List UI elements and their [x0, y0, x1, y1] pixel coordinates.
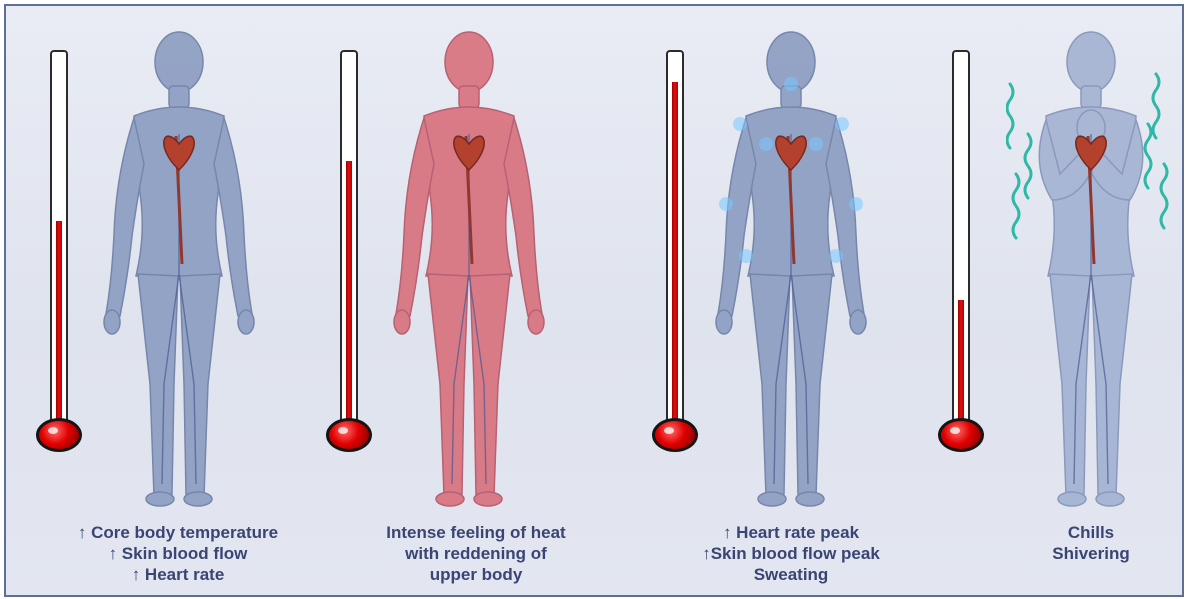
caption-line: ↑ Heart rate peak: [646, 522, 936, 543]
thermometer-tube: [50, 50, 68, 430]
sweat-glow: [759, 137, 773, 151]
sweat-glow: [829, 249, 843, 263]
right-hand: [528, 310, 544, 334]
body-silhouette: [1039, 32, 1142, 506]
neck: [1081, 86, 1101, 108]
sweat-glow: [719, 197, 733, 211]
left-hand: [716, 310, 732, 334]
neck: [459, 86, 479, 108]
right-hand: [238, 310, 254, 334]
thermometer-tube: [952, 50, 970, 430]
thermometer-bulb: [326, 418, 372, 452]
caption: ↑ Heart rate peak ↑Skin blood flow peak …: [646, 522, 936, 585]
thermometer-mercury: [958, 300, 964, 428]
caption-line: Sweating: [646, 564, 936, 585]
caption-line: with reddening of: [331, 543, 621, 564]
thermometer-bulb: [36, 418, 82, 452]
head: [445, 32, 493, 92]
caption-line: ↑Skin blood flow peak: [646, 543, 936, 564]
left-hand: [394, 310, 410, 334]
right-leg: [180, 274, 220, 496]
head: [155, 32, 203, 92]
right-hand: [850, 310, 866, 334]
caption: ↑ Core body temperature ↑ Skin blood flo…: [28, 522, 328, 585]
neck: [169, 86, 189, 108]
head: [1067, 32, 1115, 92]
right-foot: [796, 492, 824, 506]
thermometer-bulb: [652, 418, 698, 452]
caption-line: Intense feeling of heat: [331, 522, 621, 543]
sweat-glow: [733, 117, 747, 131]
shiver-lines: [1161, 164, 1167, 228]
left-leg: [750, 274, 790, 496]
right-leg: [470, 274, 510, 496]
thermometer-mercury: [346, 161, 352, 428]
sweat-glow: [849, 197, 863, 211]
human-body-figure: [706, 24, 876, 519]
thermometer-tube: [666, 50, 684, 430]
left-arm: [718, 118, 756, 316]
body-silhouette: [104, 32, 254, 506]
thermometer-mercury: [56, 221, 62, 428]
shiver-lines: [1013, 174, 1019, 238]
caption: Intense feeling of heat with reddening o…: [331, 522, 621, 585]
thermometer-bulb: [938, 418, 984, 452]
shiver-lines: [1153, 74, 1159, 138]
thermometer-mercury: [672, 82, 678, 428]
thermometer-tube: [340, 50, 358, 430]
caption-line: Shivering: [1021, 543, 1161, 564]
human-body-figure: [94, 24, 264, 519]
right-foot: [474, 492, 502, 506]
left-foot: [1058, 492, 1086, 506]
right-leg: [792, 274, 832, 496]
sweat-glow: [809, 137, 823, 151]
shiver-lines: [1007, 84, 1013, 148]
caption-line: upper body: [331, 564, 621, 585]
sweat-glow: [739, 249, 753, 263]
right-arm: [826, 118, 864, 316]
left-hand: [104, 310, 120, 334]
right-foot: [184, 492, 212, 506]
caption-line: ↑ Core body temperature: [28, 522, 328, 543]
shiver-lines: [1025, 134, 1031, 198]
left-leg: [428, 274, 468, 496]
caption: Chills Shivering: [1021, 522, 1161, 564]
sweat-glow: [835, 117, 849, 131]
body-silhouette: [716, 32, 866, 506]
left-arm: [396, 118, 434, 316]
caption-line: ↑ Skin blood flow: [28, 543, 328, 564]
left-leg: [1050, 274, 1090, 496]
caption-line: Chills: [1021, 522, 1161, 543]
left-leg: [138, 274, 178, 496]
human-body-figure: [1006, 24, 1176, 519]
right-foot: [1096, 492, 1124, 506]
left-foot: [436, 492, 464, 506]
sweat-glow: [784, 77, 798, 91]
left-arm: [106, 118, 144, 316]
left-foot: [146, 492, 174, 506]
caption-line: ↑ Heart rate: [28, 564, 328, 585]
shiver-lines: [1145, 124, 1151, 188]
diagram-frame: ↑ Core body temperature ↑ Skin blood flo…: [4, 4, 1184, 597]
right-arm: [214, 118, 252, 316]
right-arm: [504, 118, 542, 316]
human-body-figure: [384, 24, 554, 519]
body-silhouette: [394, 32, 544, 506]
left-foot: [758, 492, 786, 506]
right-leg: [1092, 274, 1132, 496]
